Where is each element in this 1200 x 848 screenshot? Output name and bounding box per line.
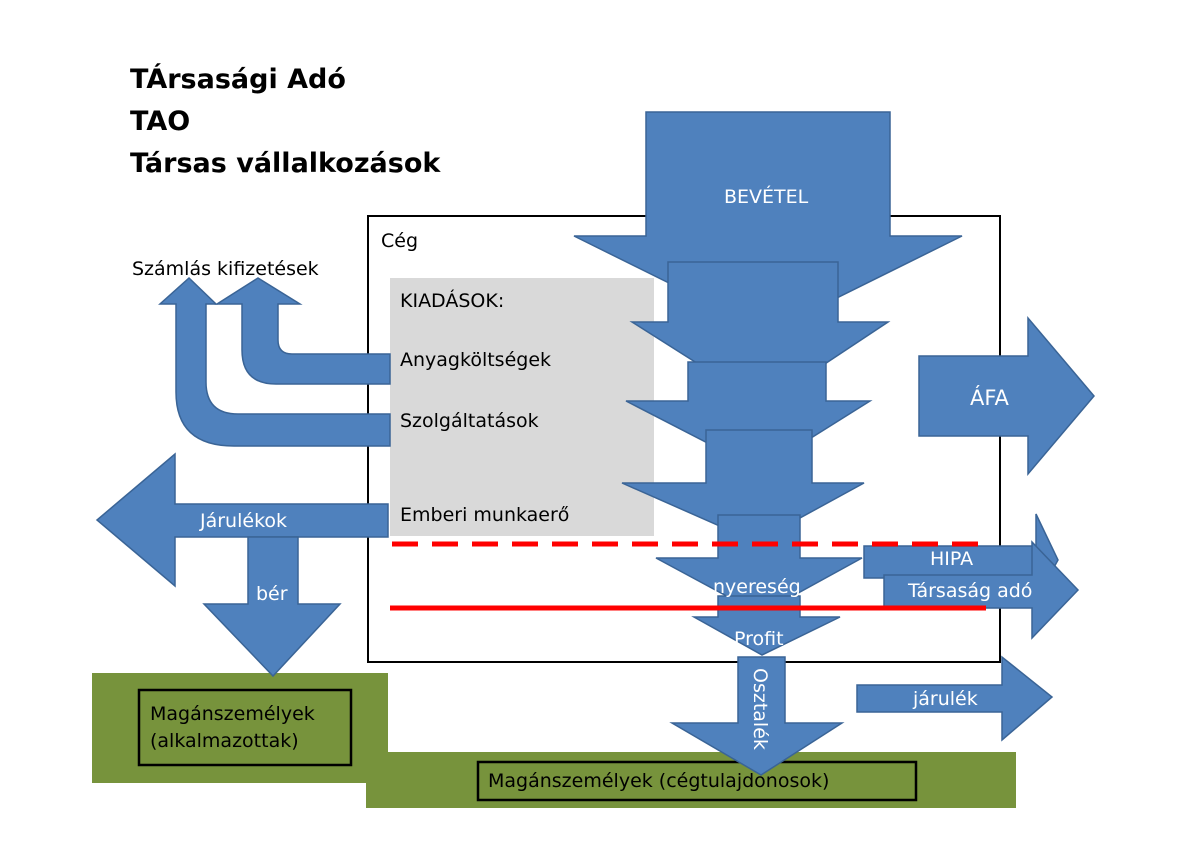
- dividend-arrow: [669, 656, 845, 776]
- profit-arrow: [691, 595, 841, 656]
- employees-label: Magánszemélyek (alkalmazottak): [150, 703, 315, 752]
- vat-label: ÁFA: [970, 386, 1009, 410]
- contributions-label: Járulékok: [200, 510, 288, 532]
- revenue-label: BEVÉTEL: [724, 186, 809, 208]
- employees-box: [137, 688, 353, 767]
- expense-item-services: Szolgáltatások: [400, 410, 539, 432]
- title-line-3: Társas vállalkozások: [130, 148, 441, 179]
- contribution-arrow: [856, 655, 1054, 742]
- expense-item-material: Anyagköltségek: [400, 349, 552, 371]
- services-arrow: [158, 276, 391, 447]
- corporate-tax-label: Társaság adó: [908, 580, 1033, 602]
- expenses-block: [390, 278, 654, 536]
- revenue-chevron-3: [621, 429, 865, 543]
- earnings-arrow: [655, 514, 863, 615]
- wage-label: bér: [256, 583, 288, 605]
- wage-arrow: [202, 536, 342, 678]
- contribution-label: járulék: [913, 688, 978, 710]
- material-costs-arrow: [214, 277, 391, 385]
- contributions-arrow: [95, 452, 389, 588]
- dividend-label: Osztalék: [749, 668, 771, 750]
- company-label: Cég: [381, 230, 419, 252]
- profit-label: Profit: [734, 628, 784, 650]
- earnings-label: nyereség: [713, 576, 801, 598]
- invoice-payments-label: Számlás kifizetések: [132, 258, 319, 280]
- owners-label: Magánszemélyek (cégtulajdonosok): [488, 770, 830, 792]
- owners-box: [476, 760, 918, 802]
- title-line-1: TÁrsasági Adó: [130, 64, 346, 95]
- expenses-heading: KIADÁSOK:: [400, 290, 505, 312]
- title-line-2: TAO: [130, 106, 191, 137]
- hipa-label: HIPA: [930, 548, 974, 570]
- expense-item-labor: Emberi munkaerő: [400, 504, 570, 526]
- revenue-chevron-2: [625, 361, 873, 471]
- vat-arrow: [918, 315, 1095, 477]
